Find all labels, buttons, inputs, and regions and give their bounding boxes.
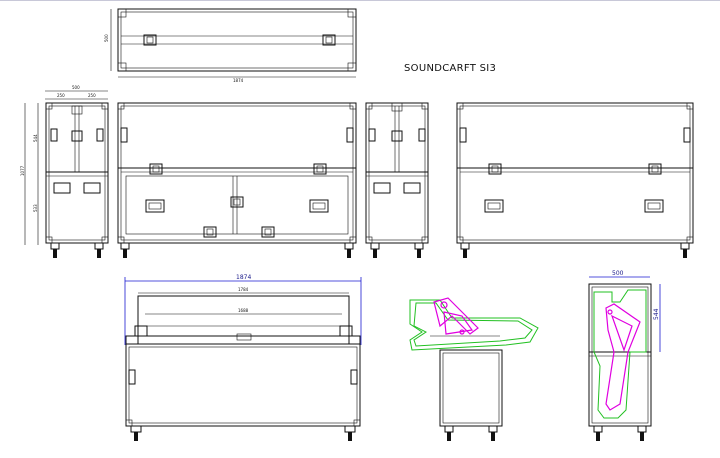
drawing-title: SOUNDCARFT SI3 [404,63,496,74]
right-height-label: 544 [653,308,660,320]
side-right-seg-label: 250 [88,93,96,98]
middle-side-view [409,297,539,441]
right-section-view: 500 544 [588,270,661,441]
side-total-height-label: 1077 [20,165,25,176]
right-side-view [365,102,429,258]
bottom-inner-1-label: 1784 [238,287,249,292]
top-view: 500 1874 [104,8,357,83]
rear-view [456,102,694,258]
bottom-front-view: 1874 1784 1688 [124,274,362,441]
side-top-width-label: 500 [72,85,80,90]
top-width-label: 1874 [233,78,244,83]
side-left-seg-label: 250 [57,93,65,98]
top-depth-label: 500 [104,34,109,42]
bottom-inner-2-label: 1688 [238,308,249,313]
left-side-view: 500 250 250 1077 544 533 [20,85,109,258]
front-view [117,102,357,258]
side-upper-height-label: 544 [33,134,38,142]
right-width-label: 500 [612,270,624,277]
bottom-width-label: 1874 [236,274,251,281]
side-lower-height-label: 533 [33,204,38,212]
